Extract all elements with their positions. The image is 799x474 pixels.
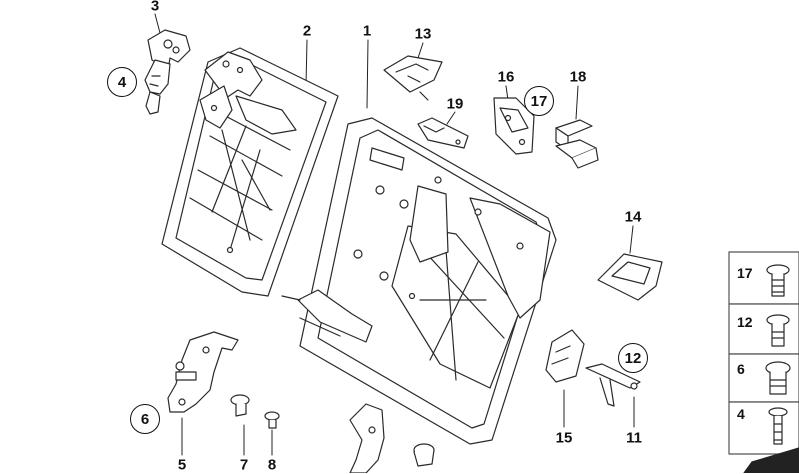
callout-18: 18 (569, 68, 587, 86)
callout-5: 5 (177, 456, 187, 474)
part-19-latch (417, 117, 469, 149)
bottom-bracket (349, 403, 435, 473)
legend-label-17: 17 (737, 265, 753, 281)
callout-1: 1 (362, 22, 372, 40)
part-2-frame (161, 47, 339, 297)
leader-lines (154, 13, 635, 456)
part-13-cover (383, 55, 443, 101)
circled-callout-12: 12 (618, 343, 648, 373)
part-16-plate (493, 97, 535, 155)
fastener-legend (728, 251, 799, 473)
callout-7: 7 (239, 456, 249, 474)
part-11-spring (585, 363, 641, 407)
callout-2: 2 (302, 22, 312, 40)
legend-label-12: 12 (737, 314, 753, 330)
callout-3: 3 (150, 0, 160, 15)
legend-label-6: 6 (737, 361, 745, 377)
part-5-bracket (167, 331, 239, 413)
part-1-frame (281, 117, 557, 445)
part-15-trim (545, 329, 585, 383)
callout-16: 16 (497, 68, 515, 86)
legend-label-4: 4 (737, 406, 745, 422)
part-18-pads (555, 119, 599, 169)
circled-callout-4: 4 (107, 67, 137, 97)
part-14-cover (597, 253, 663, 301)
callout-13: 13 (414, 25, 432, 43)
part-3-hinge (144, 29, 191, 115)
callout-14: 14 (624, 208, 642, 226)
callout-11: 11 (626, 429, 642, 447)
circled-callout-6: 6 (130, 404, 160, 434)
callout-15: 15 (555, 429, 573, 447)
parts-7-8-bolts (230, 394, 280, 429)
callout-19: 19 (446, 95, 464, 113)
circled-callout-17: 17 (524, 86, 554, 116)
callout-8: 8 (267, 456, 277, 474)
